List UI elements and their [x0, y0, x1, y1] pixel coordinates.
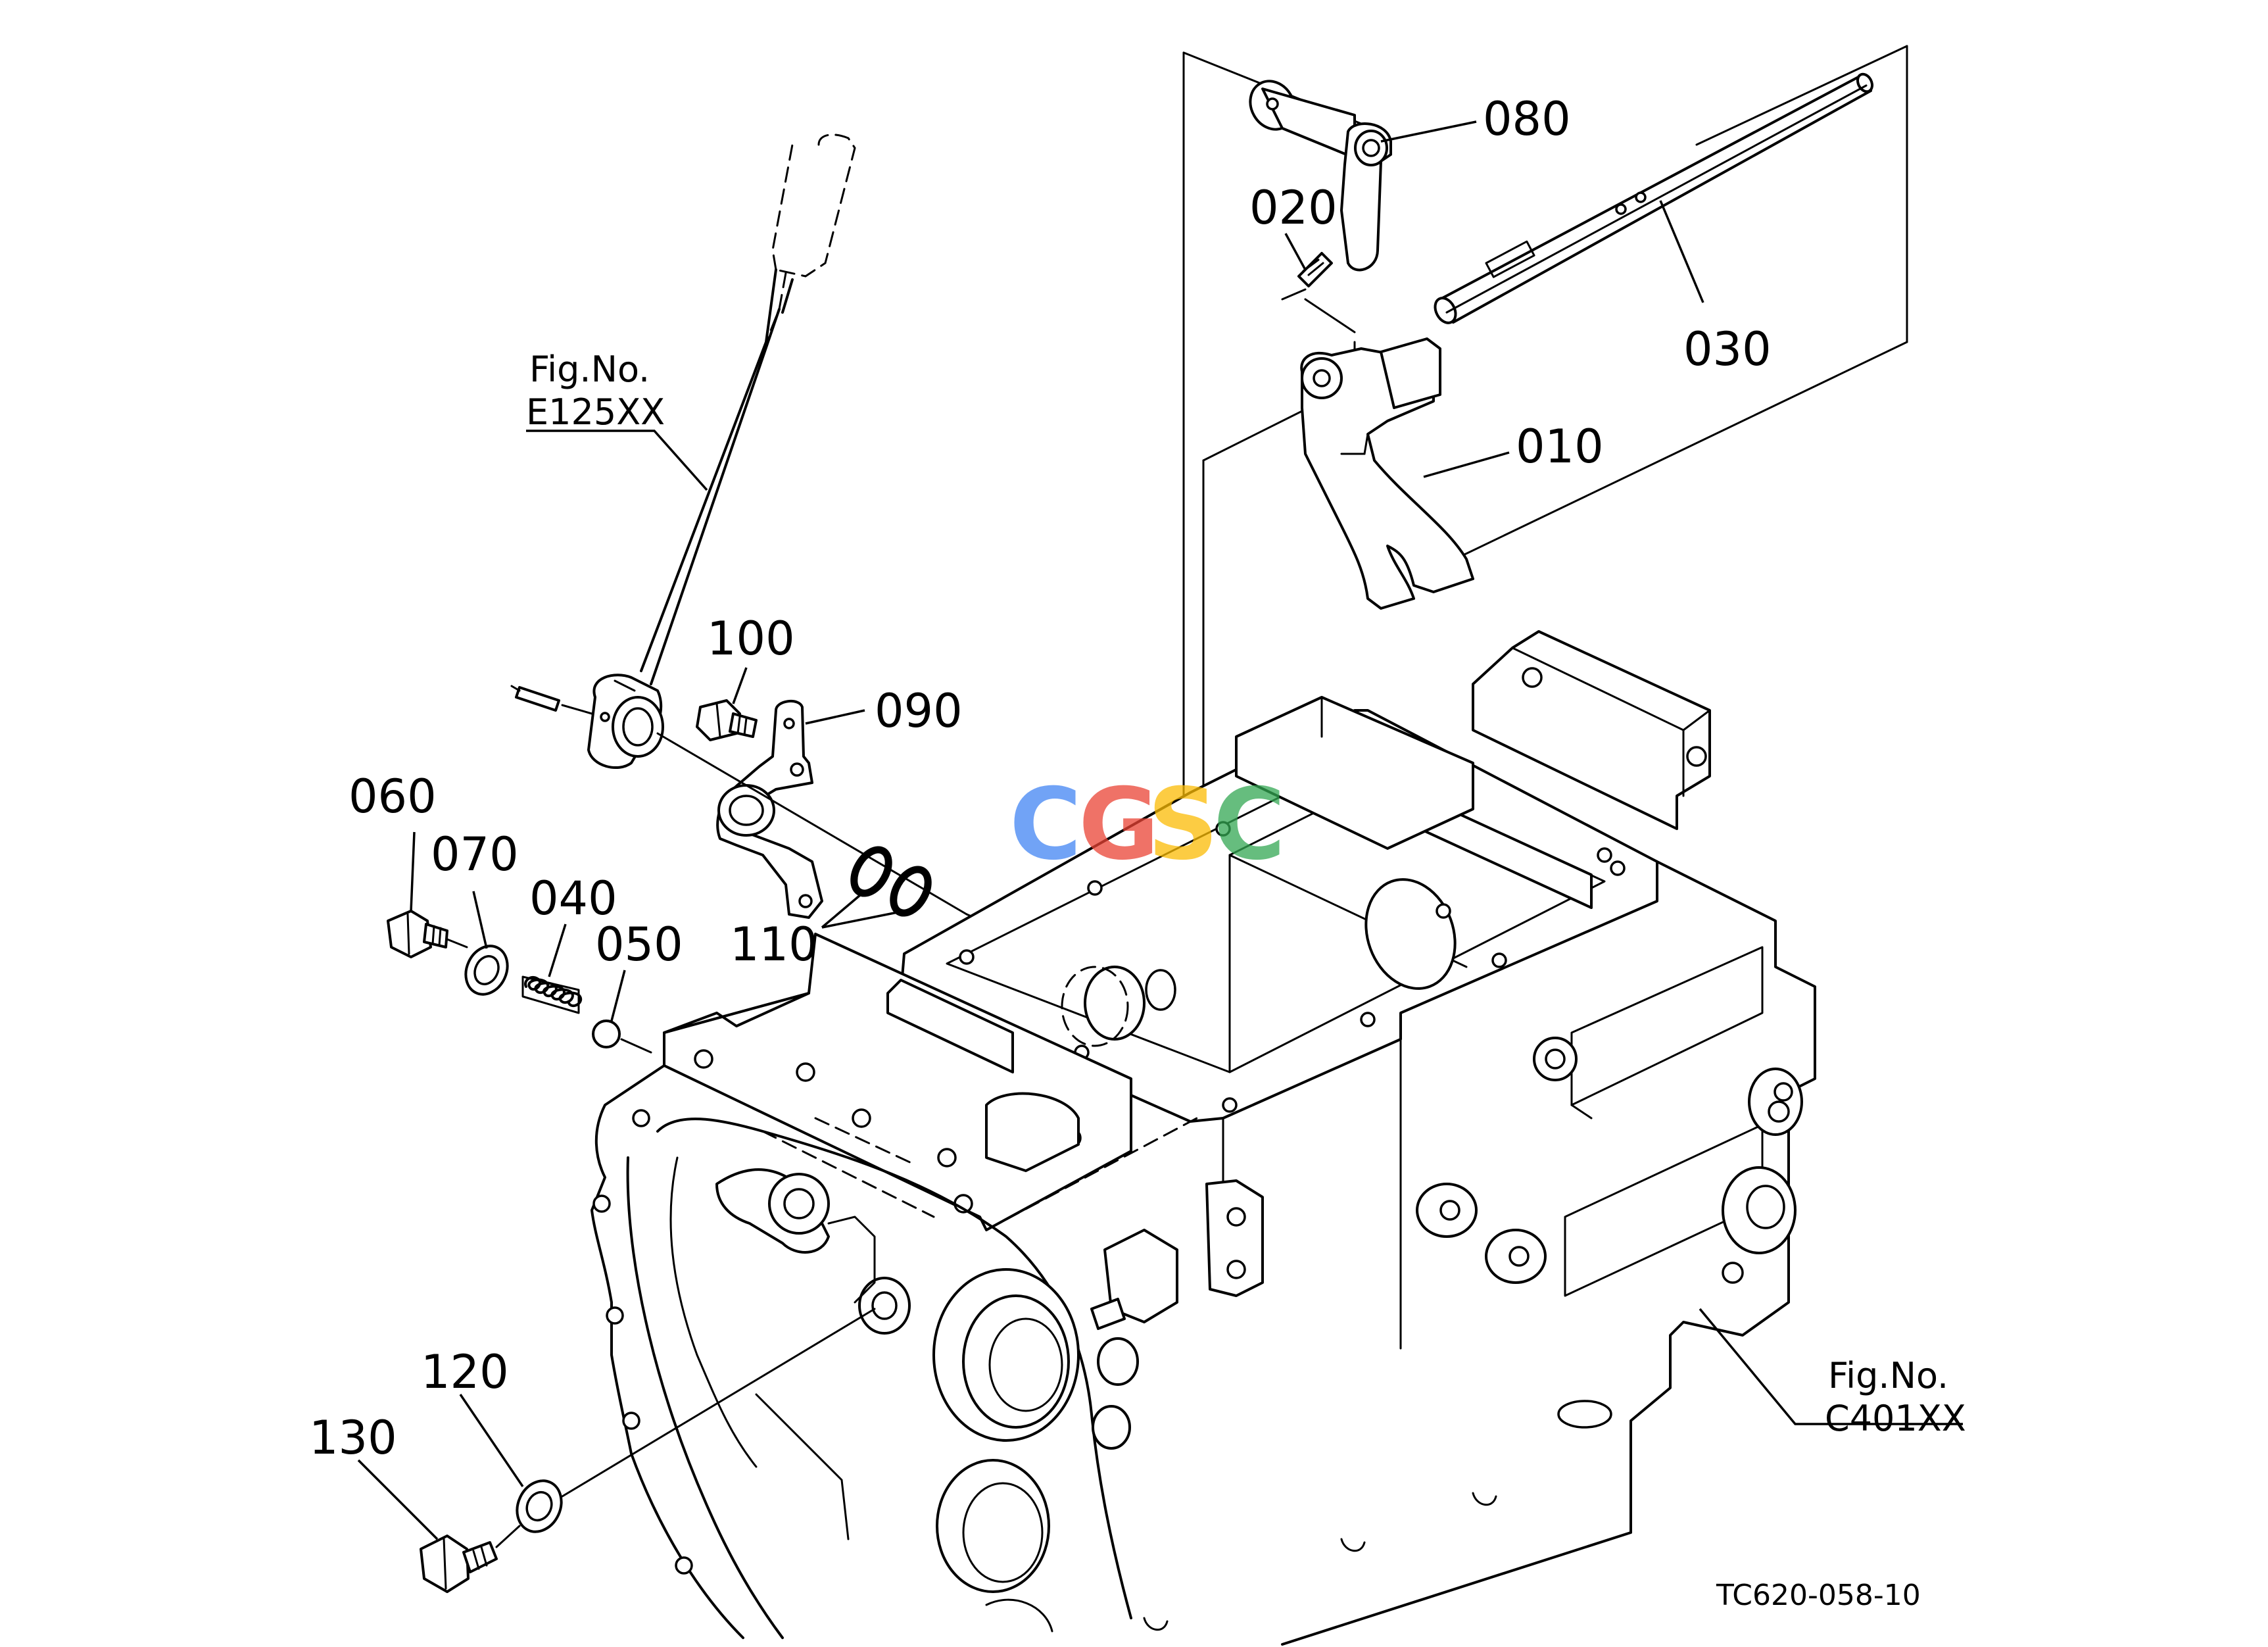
- leader-lines: [357, 120, 1963, 1540]
- fig-ref-c401xx: Fig.No. C401XX: [1825, 1355, 1966, 1439]
- shift-lever-e125xx: [510, 134, 856, 770]
- drawing-code: TC620-058-10: [1716, 1579, 1921, 1612]
- label-030: 030: [1683, 322, 1772, 376]
- fig-ref-e125xx-line2: E125XX: [526, 391, 665, 433]
- bolt-060: [387, 910, 468, 958]
- shift-rod-030: [1434, 72, 1874, 324]
- spring-pin-020: [1281, 252, 1356, 333]
- watermark-letter-2: G: [1078, 768, 1159, 882]
- label-010: 010: [1516, 420, 1604, 474]
- fig-ref-c401xx-line1: Fig.No.: [1828, 1355, 1948, 1396]
- label-080: 080: [1483, 92, 1571, 146]
- label-090: 090: [875, 684, 963, 738]
- washer-120: [516, 1308, 876, 1533]
- ball-050: [592, 1020, 652, 1054]
- label-050: 050: [595, 918, 683, 971]
- label-060: 060: [349, 770, 437, 823]
- label-020: 020: [1249, 181, 1338, 235]
- label-040: 040: [529, 872, 617, 925]
- shift-arm-080: [1249, 80, 1392, 272]
- shift-fork-010: [1300, 337, 1474, 610]
- fig-ref-e125xx: Fig.No. E125XX: [526, 349, 665, 433]
- label-070: 070: [431, 827, 519, 881]
- label-100: 100: [707, 612, 795, 666]
- watermark-letter-1: C: [1009, 768, 1082, 882]
- label-130: 130: [309, 1411, 397, 1465]
- watermark-logo: C G S C: [1009, 768, 1286, 882]
- label-110: 110: [730, 918, 818, 971]
- bracket-090: [716, 699, 823, 919]
- label-120: 120: [421, 1345, 509, 1399]
- transmission-housing-c401xx: [591, 630, 1816, 1646]
- watermark-letter-3: S: [1147, 768, 1218, 882]
- watermark-letter-4: C: [1213, 768, 1286, 882]
- bolt-130: [420, 1525, 521, 1593]
- spring-040: [521, 975, 583, 1014]
- fig-ref-e125xx-line1: Fig.No.: [529, 349, 650, 390]
- o-rings-110: [850, 846, 932, 917]
- fig-ref-c401xx-line2: C401XX: [1825, 1398, 1966, 1439]
- bolt-100: [696, 699, 758, 741]
- part-labels: 010 020 030 040 050 060 070 080 090 100 …: [309, 92, 1772, 1465]
- washer-070: [464, 945, 509, 996]
